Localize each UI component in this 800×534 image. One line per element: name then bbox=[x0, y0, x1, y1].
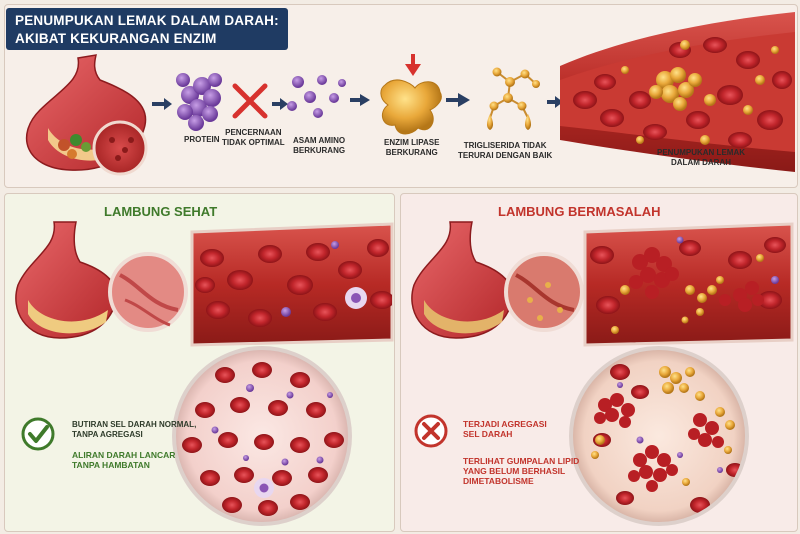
amino-acid-spheres bbox=[287, 75, 346, 118]
label-digestion: PENCERNAAN TIDAK OPTIMAL bbox=[222, 128, 285, 147]
triglyceride-molecule bbox=[487, 67, 540, 130]
label-protein: PROTEIN bbox=[184, 135, 220, 144]
label-triglyceride: TRIGLISERIDA TIDAK TERURAI DENGAN BAIK bbox=[458, 141, 553, 160]
blocked-x-icon bbox=[232, 83, 268, 119]
protein-cluster bbox=[176, 73, 222, 131]
main-title-box: PENUMPUKAN LEMAK DALAM DARAH: AKIBAT KEK… bbox=[6, 8, 288, 50]
main-title-line1: PENUMPUKAN LEMAK DALAM DARAH: bbox=[15, 13, 279, 28]
problem-dish bbox=[569, 346, 749, 526]
cross-icon bbox=[414, 414, 448, 448]
flow-arrows bbox=[152, 93, 563, 110]
top-blood-vessel bbox=[560, 12, 795, 172]
healthy-stomach bbox=[15, 221, 188, 339]
healthy-stomach-title: LAMBUNG SEHAT bbox=[104, 204, 218, 219]
healthy-desc-cells: BUTIRAN SEL DARAH NORMAL, TANPA AGREGASI bbox=[72, 420, 197, 439]
checkmark-icon bbox=[21, 417, 55, 451]
healthy-desc-flow: ALIRAN DARAH LANCAR TANPA HAMBATAN bbox=[72, 450, 176, 470]
label-lipase: ENZIM LIPASE BERKURANG bbox=[384, 138, 440, 157]
label-fat-buildup: PENUMPUKAN LEMAK DALAM DARAH bbox=[657, 148, 745, 167]
healthy-vessel bbox=[190, 222, 394, 347]
problem-desc-lipid: TERLIHAT GUMPALAN LIPID YANG BELUM BERHA… bbox=[463, 456, 580, 486]
healthy-dish bbox=[172, 346, 352, 526]
label-amino-acid: ASAM AMINO BERKURANG bbox=[293, 136, 346, 155]
stomach-top bbox=[25, 54, 148, 176]
main-title-line2: AKIBAT KEKURANGAN ENZIM bbox=[15, 31, 217, 46]
problem-stomach-title: LAMBUNG BERMASALAH bbox=[498, 204, 661, 219]
problem-desc-aggregation: TERJADI AGREGASI SEL DARAH bbox=[463, 419, 547, 439]
problem-vessel bbox=[583, 222, 794, 347]
problem-stomach bbox=[411, 221, 584, 339]
lipase-enzyme bbox=[380, 54, 442, 135]
